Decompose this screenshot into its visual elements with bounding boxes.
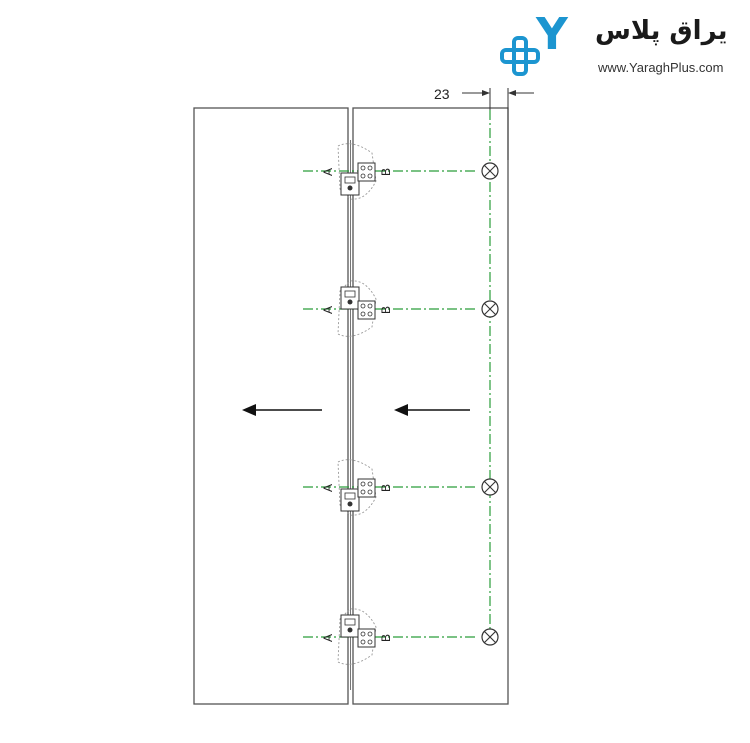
hinge-label-a: A: [321, 168, 335, 176]
hinge-label-b: B: [379, 484, 393, 492]
hinge-label-a: A: [321, 306, 335, 314]
hinge-mechanism: [340, 286, 376, 320]
hinge-label-b: B: [379, 306, 393, 314]
hinge-mechanism: [340, 162, 376, 196]
drill-hole-marker: [481, 162, 499, 180]
plus-icon: [500, 36, 540, 76]
logo-url: www.YaraghPlus.com: [598, 60, 724, 75]
drill-hole-marker: [481, 478, 499, 496]
hinge-mechanism: [340, 614, 376, 648]
hinge-label-a: A: [321, 634, 335, 642]
hinge-label-a: A: [321, 484, 335, 492]
right-door-panel: [352, 107, 509, 705]
dimension-label: 23: [434, 86, 450, 102]
hinge-mechanism: [340, 478, 376, 512]
hinge-label-b: B: [379, 634, 393, 642]
brand-logo: Y یراق پلاس www.YaraghPlus.com: [500, 10, 745, 80]
logo-text: یراق پلاس: [595, 16, 728, 46]
left-door-panel: [193, 107, 349, 705]
dimension-23: 23: [434, 86, 534, 160]
opening-arrow-right: [394, 404, 470, 416]
drill-hole-marker: [481, 628, 499, 646]
logo-mark: Y: [536, 9, 568, 60]
drill-hole-marker: [481, 300, 499, 318]
opening-arrow-left: [242, 404, 322, 416]
hinge-label-b: B: [379, 168, 393, 176]
